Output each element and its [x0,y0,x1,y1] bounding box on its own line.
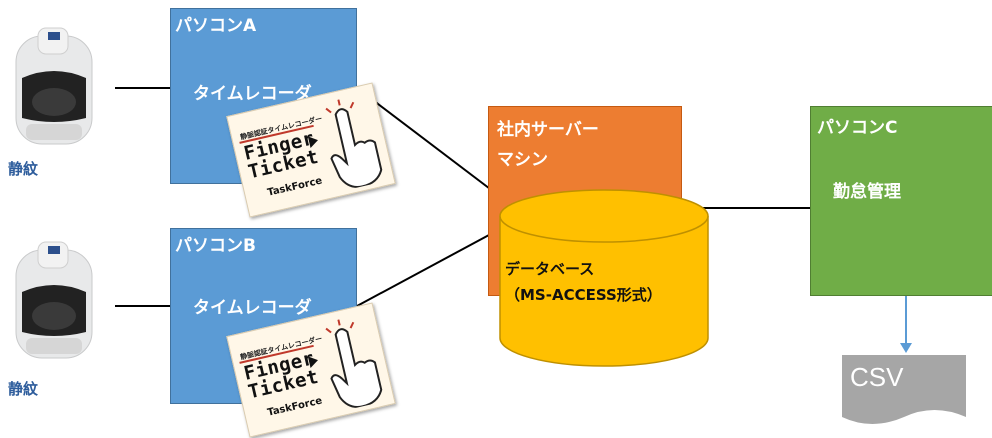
scanner-icon [15,27,93,145]
pc-c-box: パソコンC 勤怠管理 [810,106,992,296]
pc-b-app-label: タイムレコーダ [193,298,312,318]
csv-label: CSV [850,362,904,392]
card-brand: TaskForce [266,175,324,199]
scanner-icon [15,241,93,359]
database-label: データベース （MS-ACCESS形式） [505,260,662,304]
pointing-hand-icon [325,319,383,408]
database-cylinder [499,189,709,367]
arrow-head [900,343,912,353]
pc-c-title: パソコンC [817,118,898,138]
scanner-1-label: 静紋 [8,160,39,178]
pc-a-title: パソコンA [175,16,257,36]
pc-b-title: パソコンB [175,236,256,256]
server-title: 社内サーバー マシン [497,120,599,170]
pc-c-app-label: 勤怠管理 [833,182,901,202]
card-brand: TaskForce [266,395,324,419]
play-triangle-icon [307,354,320,369]
scanner-2-label: 静紋 [8,380,39,398]
play-triangle-icon [307,134,320,149]
fingerprint-scanner-1 [8,26,100,148]
pca-to-server-line [356,87,503,199]
pointing-hand-icon [325,99,383,188]
pcb-to-server-line [356,227,503,307]
fingerprint-scanner-2 [8,240,100,362]
pc-a-app-label: タイムレコーダ [193,84,312,104]
csv-document-icon [842,355,966,424]
